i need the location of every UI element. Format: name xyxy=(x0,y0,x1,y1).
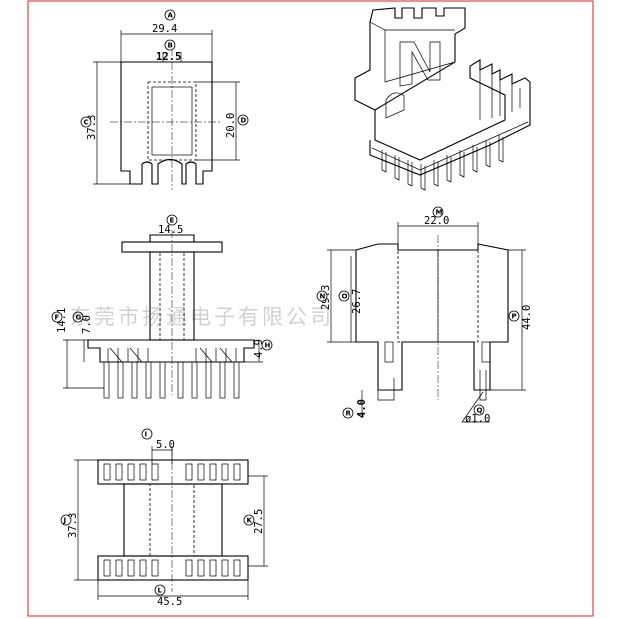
dim-a-tag: A xyxy=(164,9,176,21)
dim-j-tag: J xyxy=(60,514,72,526)
dim-r-tag: R xyxy=(342,407,354,419)
iso-pin-base xyxy=(371,121,529,171)
dim-a-value: 29.4 xyxy=(152,23,177,35)
dim-k-value: 27.5 xyxy=(253,509,265,534)
svg-text:R: R xyxy=(346,410,352,418)
dim-c-tag: C xyxy=(80,116,92,128)
dim-o-tag: O xyxy=(338,290,350,302)
iso-pins xyxy=(381,135,504,191)
dim-d-value: 20.0 xyxy=(225,113,237,138)
dim-i-value: 5.0 xyxy=(156,439,175,451)
svg-text:B: B xyxy=(168,42,173,50)
dim-i-tag: I xyxy=(141,428,153,440)
dim-m-value: 22.0 xyxy=(424,215,449,227)
dim-p-tag: P xyxy=(508,310,520,322)
dim-k-tag: K xyxy=(243,514,255,526)
bottom-bottom-pins xyxy=(103,559,241,577)
bottom-top-pins xyxy=(103,463,241,481)
iso-flange-face xyxy=(369,21,456,83)
iso-n-slot xyxy=(399,41,441,87)
svg-text:H: H xyxy=(265,342,271,350)
svg-text:K: K xyxy=(247,517,253,525)
dim-r-value: 4.0 xyxy=(356,399,368,418)
iso-round-cut xyxy=(385,92,405,119)
dim-q-tag: Q xyxy=(473,404,485,416)
iso-body xyxy=(374,77,506,161)
svg-text:G: G xyxy=(76,314,82,322)
bottom-bottom-flange xyxy=(97,555,249,581)
company-watermark: 东莞市扬通电子有限公司 xyxy=(70,305,334,329)
svg-text:J: J xyxy=(63,517,67,525)
front-pins xyxy=(103,361,240,399)
svg-text:F: F xyxy=(55,314,60,322)
dim-b-tag: B xyxy=(164,39,176,51)
svg-text:A: A xyxy=(168,12,174,20)
dim-h-tag: H xyxy=(261,339,273,351)
bottom-center-body xyxy=(123,483,223,557)
dim-l-value: 45.5 xyxy=(157,596,182,608)
front-view: 14.5 E 14.1 F 7.0 G 4.9 H xyxy=(51,214,273,399)
top-view-outline xyxy=(120,61,213,185)
side-view-lead-left xyxy=(377,378,395,401)
dim-m-tag: M xyxy=(432,206,444,218)
iso-top-flange xyxy=(354,7,466,111)
dim-e-value: 14.5 xyxy=(158,224,183,236)
iso-bottom-flange xyxy=(369,59,531,176)
side-view-pin-right xyxy=(481,341,491,363)
side-view-lead-right xyxy=(479,370,487,401)
side-view: 22.0 M 29.3 N 26.7 O 44.0 P 4.0 R ø1.0 Q xyxy=(316,206,533,425)
svg-text:O: O xyxy=(342,293,348,301)
dim-g-tag: G xyxy=(72,311,84,323)
svg-text:N: N xyxy=(320,293,326,301)
side-view-outline xyxy=(355,243,509,391)
bottom-view: 5.0 I 37.3 J 27.5 K 45.5 L xyxy=(60,428,268,608)
dim-g-value: 7.0 xyxy=(81,315,93,334)
iso-flange-ridges xyxy=(479,70,521,120)
svg-text:P: P xyxy=(512,313,517,321)
dim-l-tag: L xyxy=(154,584,166,596)
dim-p-value: 44.0 xyxy=(521,305,533,330)
dim-b-value: 12.5 xyxy=(156,51,181,63)
dim-n-tag: N xyxy=(316,290,328,302)
drawing-frame xyxy=(27,0,594,617)
svg-text:C: C xyxy=(84,119,89,127)
svg-text:E: E xyxy=(170,217,175,225)
dim-o-value: 26.7 xyxy=(351,289,363,314)
top-view: 29.4 A 12.5 B 37.3 C 20.0 D xyxy=(80,9,249,190)
svg-text:M: M xyxy=(436,209,443,217)
dim-f-tag: F xyxy=(51,311,63,323)
dim-q-value: ø1.0 xyxy=(465,413,490,425)
svg-text:D: D xyxy=(241,117,247,125)
dim-q-leader xyxy=(461,391,484,423)
dim-d-tag: D xyxy=(237,114,249,126)
svg-text:Q: Q xyxy=(477,407,483,415)
front-flange-slopes xyxy=(109,347,233,363)
svg-text:L: L xyxy=(158,587,163,595)
top-view-slot xyxy=(162,52,182,62)
bottom-top-flange xyxy=(97,459,249,485)
dim-e-tag: E xyxy=(166,214,178,226)
side-view-pin-left xyxy=(384,341,394,363)
svg-text:I: I xyxy=(145,431,148,439)
isometric-view xyxy=(354,7,531,191)
